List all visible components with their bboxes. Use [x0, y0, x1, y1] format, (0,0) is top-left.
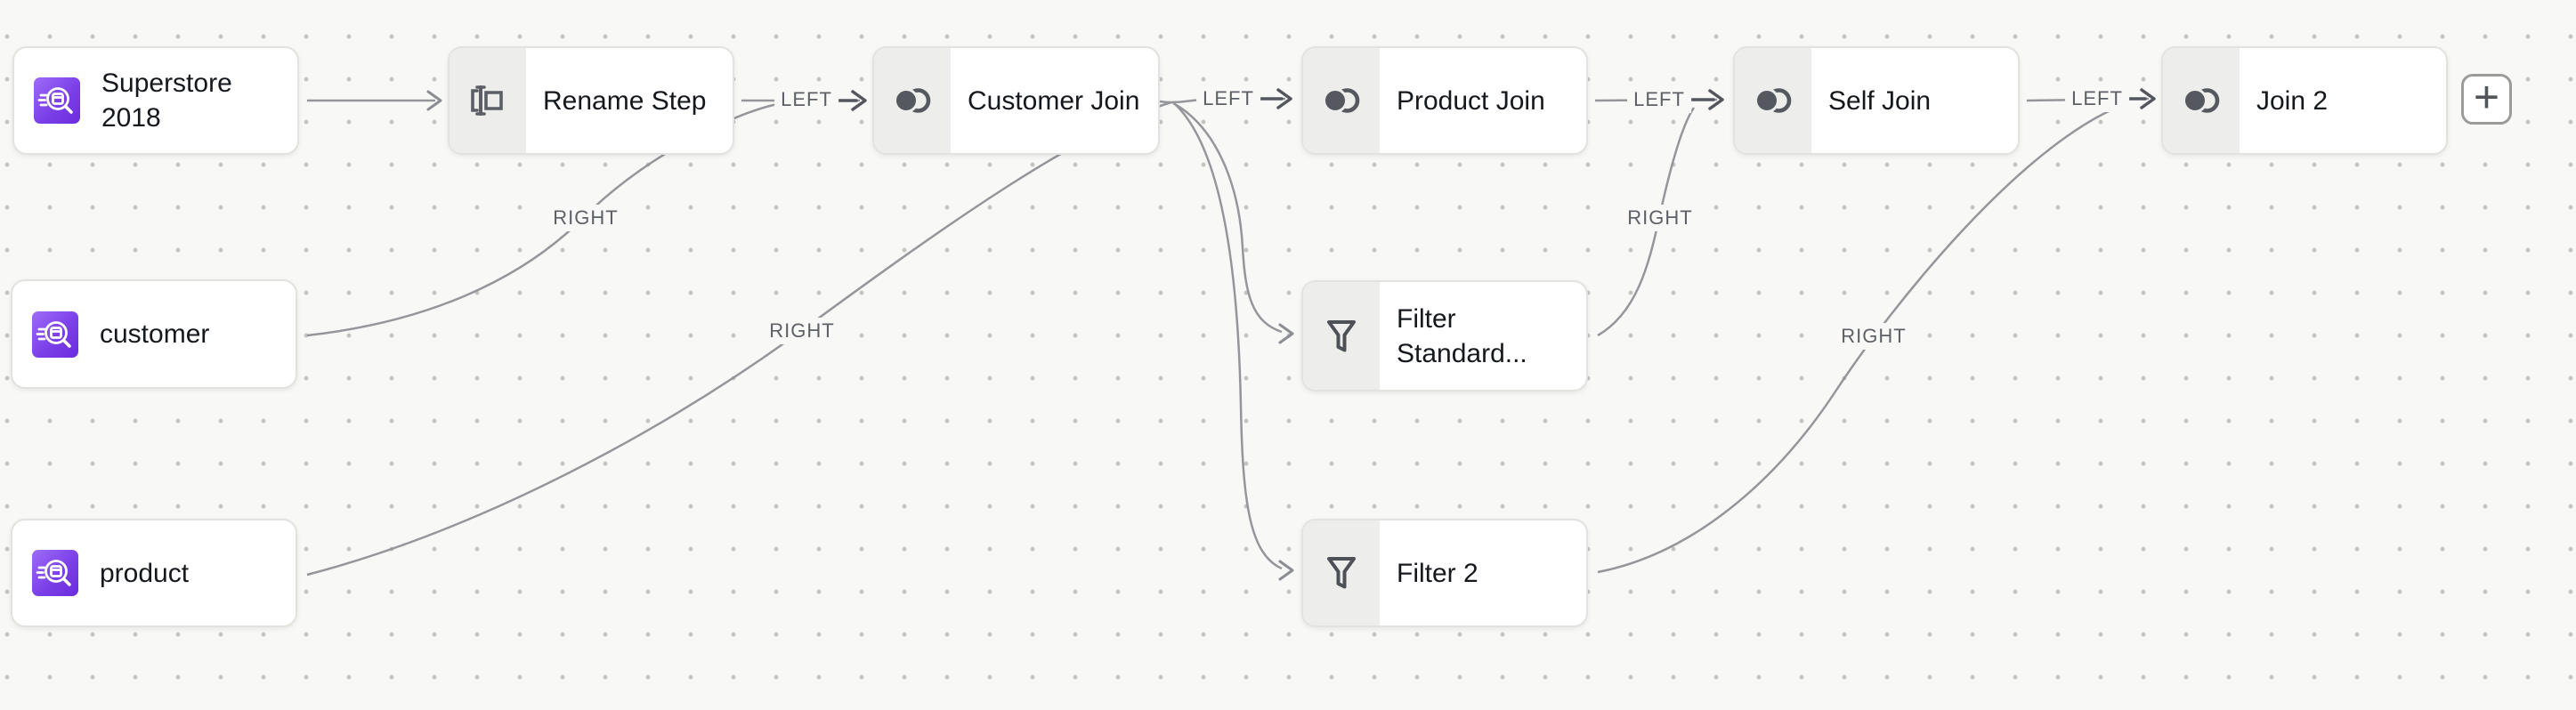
rename-icon	[471, 85, 503, 116]
edge-product-to-product-join	[306, 101, 1172, 577]
node-icon-section	[1303, 520, 1380, 625]
arrowhead-icon	[1278, 323, 1294, 344]
dataset-icon	[32, 311, 78, 358]
node-product-join[interactable]: Product Join	[1301, 46, 1588, 155]
node-customer[interactable]: customer	[11, 279, 297, 389]
join-icon	[2183, 88, 2220, 113]
node-product[interactable]: product	[11, 519, 297, 627]
arrowhead-icon	[1278, 560, 1294, 581]
node-label: Self Join	[1828, 85, 1932, 116]
arrowhead-icon	[1708, 89, 1724, 110]
node-superstore-2018[interactable]: Superstore 2018	[12, 46, 299, 155]
dataset-icon	[36, 560, 71, 586]
node-label: Filter Standard...	[1397, 303, 1527, 368]
node-label: customer	[100, 319, 210, 349]
node-rename-step[interactable]: Rename Step	[448, 46, 734, 155]
dataset-icon	[34, 77, 80, 124]
join-icon	[1323, 88, 1360, 113]
node-join-2[interactable]: Join 2	[2161, 46, 2448, 155]
node-label: Customer Join	[968, 85, 1140, 116]
filter-icon	[1327, 319, 1356, 351]
join-icon	[894, 88, 931, 113]
node-icon-section	[1735, 48, 1811, 153]
node-label: Rename Step	[543, 85, 707, 116]
edge-customer-join-to-filter-standard	[1172, 101, 1283, 334]
node-label: product	[100, 558, 190, 588]
node-label: Product Join	[1397, 85, 1545, 116]
node-label: Join 2	[2256, 85, 2329, 116]
node-customer-join[interactable]: Customer Join	[872, 46, 1160, 155]
dataset-icon	[32, 550, 78, 596]
node-icon-section	[1303, 48, 1380, 153]
dataset-icon	[37, 87, 73, 114]
filter-icon	[1327, 557, 1356, 589]
arrowhead-icon	[851, 90, 867, 111]
node-label: Filter 2	[1397, 558, 1478, 588]
edge-customer-join-to-filter-2	[1174, 103, 1283, 570]
dataset-icon	[36, 320, 71, 348]
node-label: Superstore 2018	[101, 69, 232, 133]
node-icon-section	[2163, 48, 2240, 153]
node-filter-2[interactable]: Filter 2	[1301, 519, 1588, 627]
edge-filter-2-to-join-2	[1597, 103, 2124, 574]
node-icon-section	[874, 48, 951, 153]
arrowhead-icon	[1276, 88, 1292, 109]
node-filter-standard[interactable]: Filter Standard...	[1301, 280, 1588, 391]
node-self-join[interactable]: Self Join	[1733, 46, 2020, 155]
node-icon-section	[450, 48, 526, 153]
node-icon-section	[1303, 282, 1380, 390]
arrowhead-icon	[2140, 88, 2156, 109]
arrowhead-icon	[426, 90, 442, 111]
join-icon	[1754, 88, 1792, 113]
edge-filter-standard-to-self-join	[1597, 107, 1696, 337]
add-step-button[interactable]: +	[2461, 74, 2512, 125]
